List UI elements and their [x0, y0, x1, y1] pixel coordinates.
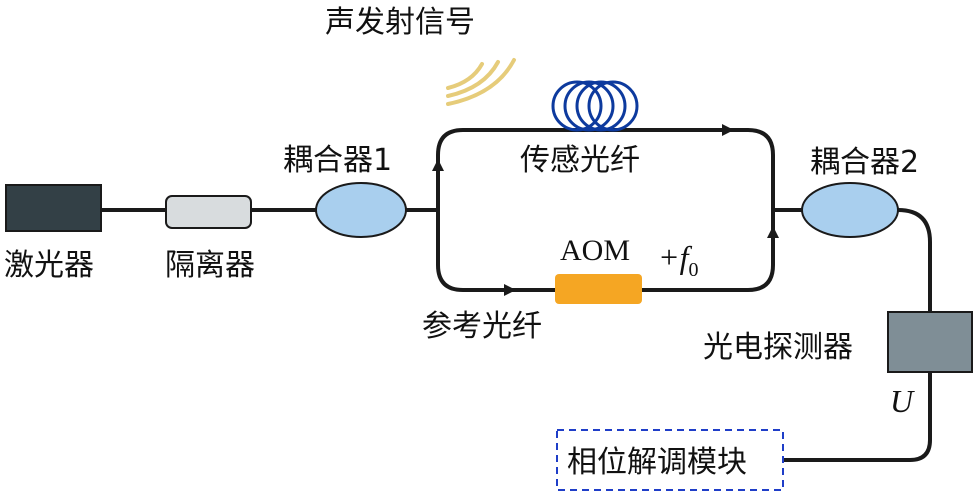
laser-block	[5, 184, 102, 232]
coupler1-label: 耦合器1	[283, 143, 392, 178]
photodetector-label: 光电探测器	[703, 330, 853, 365]
isolator-label: 隔离器	[165, 248, 255, 283]
freq-shift-sign: +	[658, 239, 680, 275]
voltage-label: U	[890, 383, 915, 419]
acoustic-wave-icon	[446, 58, 516, 106]
aom-block	[555, 274, 642, 304]
coupler1-ellipse	[315, 182, 407, 238]
photodetector-block	[887, 311, 973, 373]
coupler2-ellipse	[801, 182, 899, 238]
phase-demod-label: 相位解调模块	[567, 445, 747, 480]
fiber-coil-icon	[551, 80, 639, 132]
reference-fiber-label: 参考光纤	[422, 309, 542, 344]
isolator-block	[165, 195, 252, 229]
sensing-fiber-label: 传感光纤	[520, 143, 640, 178]
fiber-detector-demod	[780, 368, 932, 462]
freq-shift-subscript: 0	[688, 259, 698, 281]
acoustic-signal-label: 声发射信号	[325, 5, 475, 40]
freq-shift-label: +f0	[658, 239, 698, 281]
laser-label: 激光器	[4, 248, 94, 283]
aom-label: AOM	[560, 234, 630, 267]
coupler2-label: 耦合器2	[810, 145, 919, 180]
phase-demod-box	[556, 429, 784, 491]
fiber-coupler2-detector	[896, 208, 932, 314]
